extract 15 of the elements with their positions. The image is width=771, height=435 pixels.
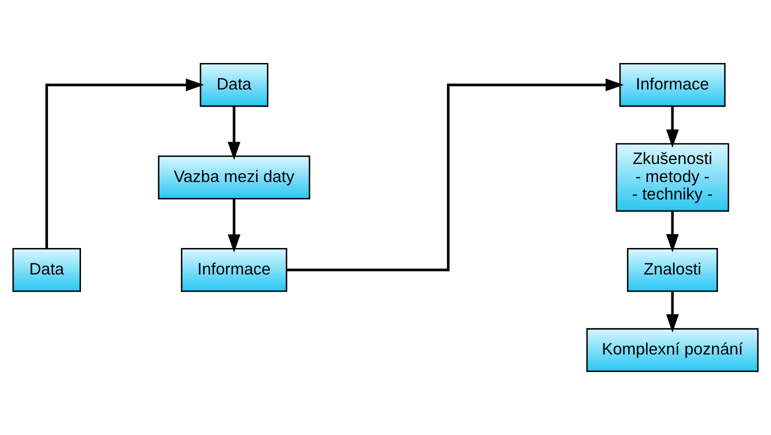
arrow bbox=[666, 211, 679, 252]
node-box: Zkušenosti - metody - - techniky - bbox=[616, 143, 730, 212]
node-box: Vazba mezi daty bbox=[158, 156, 310, 200]
arrow bbox=[228, 106, 240, 160]
arrow bbox=[228, 198, 240, 253]
node-box: Komplexní poznání bbox=[586, 328, 759, 372]
node-box: Informace bbox=[180, 248, 288, 292]
node-box: Data bbox=[12, 248, 81, 292]
arrow bbox=[666, 106, 679, 148]
arrow bbox=[287, 78, 624, 272]
arrow bbox=[45, 78, 204, 249]
arrow bbox=[666, 291, 679, 332]
node-box: Informace bbox=[619, 63, 726, 107]
node-box: Data bbox=[200, 63, 268, 107]
node-box: Znalosti bbox=[626, 248, 718, 292]
